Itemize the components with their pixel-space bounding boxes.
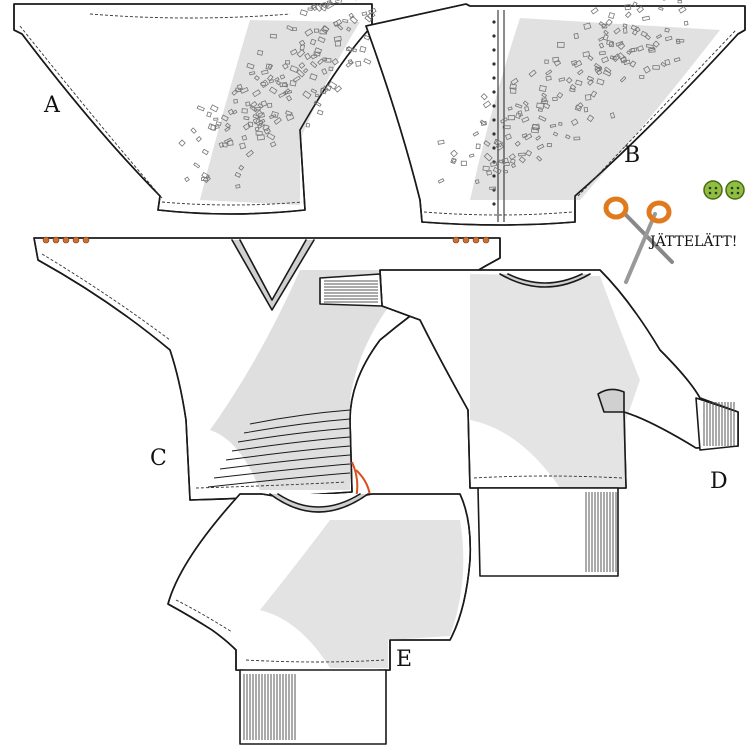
buttons-icon [703,180,745,200]
garment-b: B [365,0,746,226]
label-d: D [710,469,728,494]
label-c: C [150,446,167,471]
scissors-icon [603,196,674,284]
garment-e: E [167,493,472,745]
caption-text: JÄTTELÄTT! [648,232,737,250]
garment-d: D [319,269,739,577]
garment-a: A [13,0,387,215]
label-a: A [43,93,61,118]
label-b: B [624,143,640,168]
label-e: E [396,647,412,672]
